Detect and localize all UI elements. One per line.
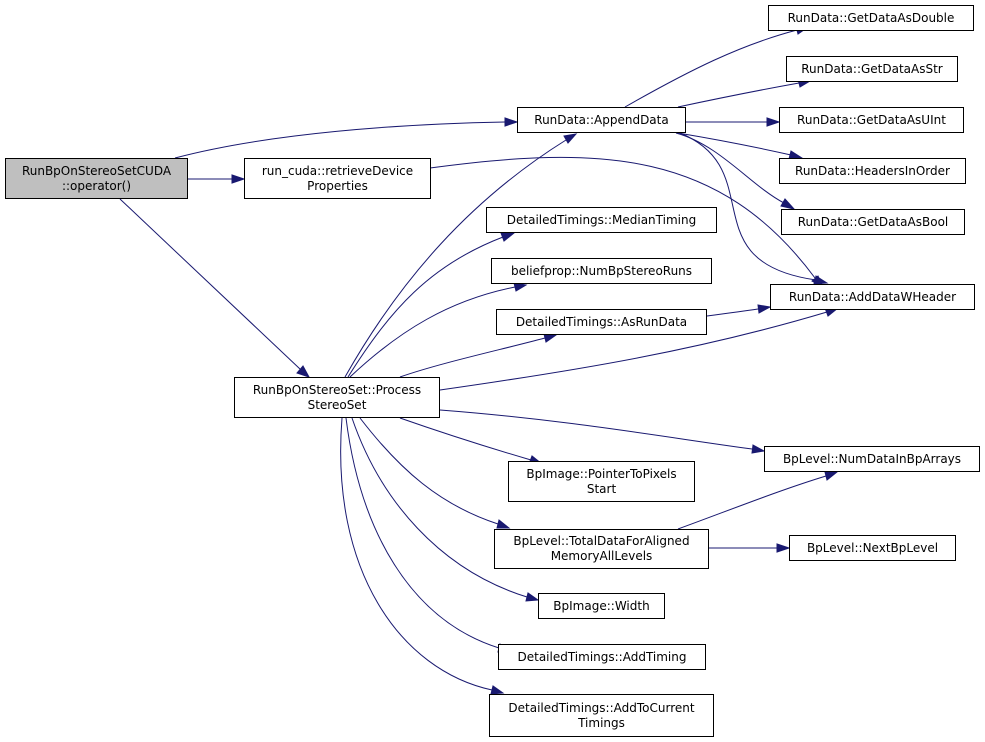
edge-process-totaldata (359, 417, 499, 525)
node-label: RunData::AddDataWHeader (788, 289, 957, 304)
node-bpimage-pointertopixelsstart[interactable]: BpImage::PointerToPixels Start (508, 461, 695, 502)
node-rundata-getdataasuint[interactable]: RunData::GetDataAsUInt (779, 107, 964, 133)
edge-process-width (351, 417, 528, 598)
node-label: RunData::HeadersInOrder (795, 163, 950, 178)
arrowhead (496, 519, 511, 529)
node-label: MemoryAllLevels (550, 549, 653, 563)
arrowhead (231, 174, 246, 184)
node-label: BpImage::PointerToPixels (526, 466, 677, 481)
arrowhead (543, 333, 558, 343)
node-label: BpLevel::NextBpLevel (806, 540, 939, 555)
arrowhead (513, 282, 528, 292)
edge-process-addtocurrent (340, 417, 493, 691)
node-bplevel-nextbplevel[interactable]: BpLevel::NextBpLevel (789, 535, 956, 561)
arrowhead (525, 592, 540, 602)
node-label: RunBpOnStereoSetCUDA (21, 163, 172, 178)
arrowhead (813, 275, 829, 285)
node-label: RunData::AppendData (534, 112, 669, 127)
node-label: run_cuda::retrieveDevice (261, 163, 414, 178)
node-beliefprop-numbpstereoruns[interactable]: beliefprop::NumBpStereoRuns (491, 258, 712, 284)
edge-asrundata-addheader (706, 308, 759, 317)
arrowhead (296, 365, 311, 378)
node-label: RunData::GetDataAsBool (797, 214, 949, 229)
node-label: DetailedTimings::AddToCurrent (508, 700, 695, 715)
node-rundata-getdataasbool[interactable]: RunData::GetDataAsBool (781, 209, 965, 235)
node-rundata-adddatawheader[interactable]: RunData::AddDataWHeader (770, 284, 975, 310)
edge-process-numdatainarrays (439, 409, 753, 450)
arrowhead (500, 232, 516, 242)
edge-append-addheader (679, 132, 817, 281)
arrowhead (766, 117, 781, 127)
arrowhead (824, 471, 839, 481)
node-runbponstereosetcuda-operator: RunBpOnStereoSetCUDA ::operator() (5, 158, 188, 199)
node-rundata-headersinorder[interactable]: RunData::HeadersInOrder (779, 158, 966, 184)
node-detailedtimings-addtiming[interactable]: DetailedTimings::AddTiming (498, 644, 706, 670)
node-bplevel-totaldataforalignedmemoryalllevels[interactable]: BpLevel::TotalDataForAligned MemoryAllLe… (494, 529, 709, 569)
edge-root-append (174, 121, 506, 159)
node-detailedtimings-addtocurrenttimings[interactable]: DetailedTimings::AddToCurrent Timings (489, 694, 714, 737)
edge-process-pointertopixels (399, 417, 532, 461)
edge-append-headers (677, 132, 792, 156)
node-label: StereoSet (307, 397, 367, 412)
node-label: RunData::GetDataAsUInt (797, 112, 946, 127)
node-label: RunBpOnStereoSet::Process (252, 382, 422, 397)
node-label: BpLevel::TotalDataForAligned (513, 534, 690, 548)
edge-root-process (119, 198, 301, 370)
edge-totaldata-numdatainarrays (677, 475, 827, 530)
node-rundata-getdataasdouble[interactable]: RunData::GetDataAsDouble (768, 5, 974, 31)
node-label: BpImage::Width (553, 598, 650, 613)
node-label: Properties (307, 178, 368, 193)
node-bpimage-width[interactable]: BpImage::Width (538, 593, 665, 619)
node-label: RunData::GetDataAsStr (801, 61, 943, 76)
node-label: Start (586, 481, 617, 496)
arrowhead (780, 198, 796, 210)
edge-append-getstr (677, 82, 800, 108)
node-label: Timings (578, 715, 625, 730)
node-runbponstereoset-processstereoset[interactable]: RunBpOnStereoSet::Process StereoSet (234, 377, 440, 418)
arrowhead (504, 117, 519, 127)
edge-process-addheader (439, 311, 828, 391)
node-label: ::operator() (61, 178, 132, 193)
node-bplevel-numdatainbparrays[interactable]: BpLevel::NumDataInBpArrays (764, 446, 980, 472)
node-label: DetailedTimings::AsRunData (515, 314, 688, 329)
edge-process-asrundata (399, 337, 546, 378)
arrowhead (563, 133, 578, 144)
node-label: RunData::GetDataAsDouble (787, 10, 955, 25)
node-label: beliefprop::NumBpStereoRuns (510, 263, 693, 278)
edge-retrieve-addheader (429, 156, 816, 279)
node-detailedtimings-asrundata[interactable]: DetailedTimings::AsRunData (496, 309, 707, 335)
node-label: DetailedTimings::MedianTiming (506, 212, 697, 227)
arrowhead (757, 304, 772, 314)
edge-process-numruns (349, 286, 516, 378)
node-label: DetailedTimings::AddTiming (517, 649, 687, 664)
node-run-cuda-retrievedeviceproperties[interactable]: run_cuda::retrieveDevice Properties (244, 158, 431, 199)
edge-append-getdouble (624, 29, 798, 108)
node-label: BpLevel::NumDataInBpArrays (782, 451, 962, 466)
arrowhead (776, 543, 791, 553)
arrowhead (490, 685, 505, 695)
edge-process-median (347, 236, 504, 378)
edge-process-append (344, 139, 567, 378)
node-rundata-appenddata[interactable]: RunData::AppendData (517, 107, 686, 133)
edge-process-addtiming (345, 417, 500, 649)
arrowhead (751, 444, 766, 454)
node-rundata-getdataasstr[interactable]: RunData::GetDataAsStr (786, 56, 958, 82)
node-detailedtimings-mediantiming[interactable]: DetailedTimings::MedianTiming (486, 207, 717, 233)
